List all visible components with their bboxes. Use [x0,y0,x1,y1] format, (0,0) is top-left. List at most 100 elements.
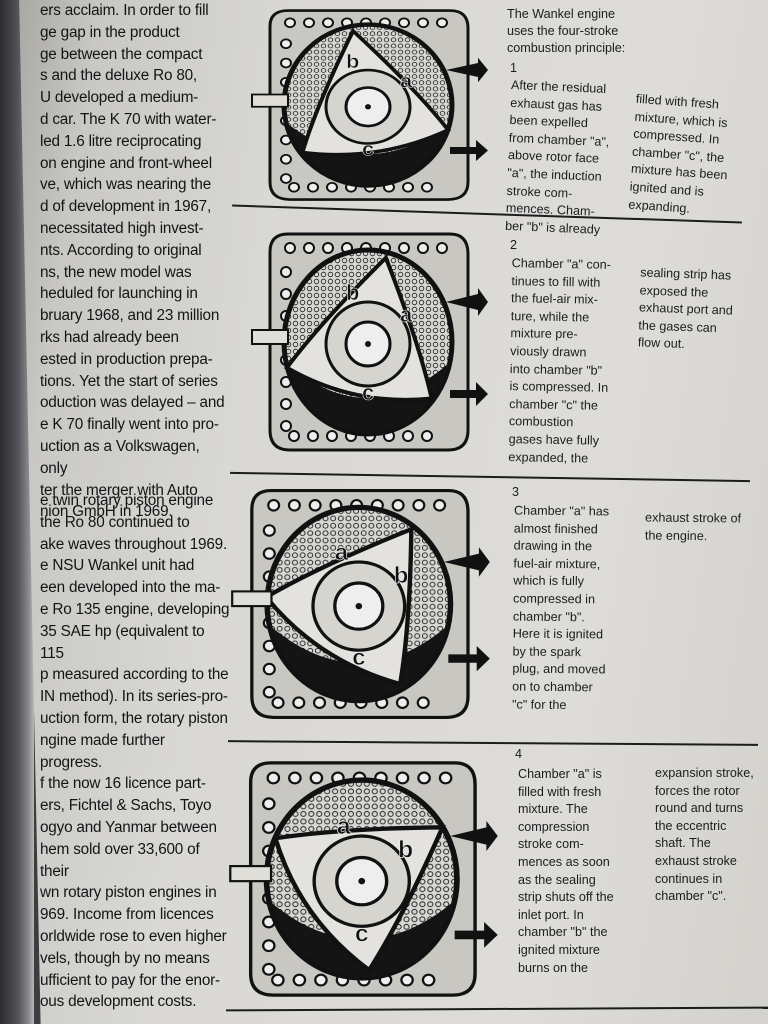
text-line: d car. The K 70 with water- [40,110,217,128]
text-line: tions. Yet the start of series [40,372,218,390]
spark-plug [231,590,273,608]
cooling-hole [271,696,285,709]
text-line: een developed into the ma- [40,579,221,597]
step-number-2: 2 [510,238,518,252]
cooling-hole [421,182,433,193]
text-line: d of development in 1967, [40,198,212,216]
cooling-hole [395,696,410,709]
text-line: ter the merger with Auto [40,481,198,499]
inlet-arrow [446,288,488,316]
exhaust-arrow [454,922,498,948]
caption-line: stroke com- [518,837,584,852]
cooling-hole [266,771,281,785]
chamber-label: a [337,813,351,839]
caption-line: almost finished [513,521,598,536]
text-line: ous development costs. [40,993,197,1011]
caption-line: chamber "c" the [509,396,599,413]
text-line: bruary 1968, and 23 million [40,307,220,325]
text-line: ge gap in the product [40,23,180,41]
chamber-label: c [362,380,374,405]
text-line: hem sold over 33,600 of their [40,840,200,880]
cooling-hole [322,242,334,254]
text-line: orldwide rose to even higher [40,927,227,945]
cooling-hole [280,57,292,69]
cooling-hole [288,771,302,785]
cooling-hole [271,973,285,987]
chamber-label: a [335,539,349,564]
caption-line: fuel-air mixture, [513,556,601,572]
caption-line: by the spark [512,644,582,659]
text-line: U developed a medium- [40,89,199,107]
text-line: ested in production prepa- [40,350,213,368]
caption-line: on to chamber [512,679,593,695]
cooling-hole [280,173,292,184]
cooling-hole [280,420,292,432]
caption-line: the fuel-air mix- [510,291,598,307]
cooling-hole [395,771,410,785]
chamber-label: c [355,921,369,947]
cooling-hole [417,242,429,254]
text-line: heduled for launching in [40,285,198,303]
spark-plug [229,865,273,883]
cooling-hole [287,499,301,512]
cooling-hole [421,973,436,987]
text-line: 969. Income from licences [40,906,214,924]
cooling-hole [307,182,319,193]
chamber-label: c [362,139,374,160]
text-line: IN method). In its series-pro- [40,688,228,706]
cooling-hole [314,973,328,987]
caption-line: shaft. The [655,836,711,851]
caption-line: filled with fresh [518,784,602,799]
cooling-hole [322,17,334,28]
exhaust-arrow [450,382,488,406]
cooling-hole [436,242,448,254]
text-line: ngine made further progress. [40,731,165,771]
cooling-hole [262,662,276,676]
caption-line: flow out. [637,335,685,352]
text-line: e K 70 finally went into pro- [40,416,219,434]
cooling-hole [262,962,276,976]
text-line: nion GmbH in 1969. [40,503,173,521]
caption-line: chamber "b" the [518,925,608,940]
caption-line: tinues to fill with [511,273,601,290]
caption-line: the eccentric [655,818,727,833]
caption-line: ture, while the [510,308,590,325]
spark-plug [251,93,289,108]
text-line: ufficient to pay for the enor- [40,971,220,989]
cooling-hole [292,973,307,987]
caption-line: mixture pre- [510,326,578,342]
text-line: vels, though by no means [40,949,210,967]
cooling-hole [280,398,292,410]
text-line: wn rotary piston engines in [40,884,217,902]
cooling-hole [288,430,300,442]
cooling-hole [262,524,276,537]
caption-line: is compressed. In [509,379,609,396]
inlet-arrow [446,57,488,83]
text-line: s and the deluxe Ro 80, [40,67,197,85]
cooling-hole [262,685,276,699]
caption-line: compression [518,819,590,834]
text-line: ge between the compact [40,45,203,63]
step-number-1: 1 [510,61,518,75]
caption-line: round and turns [655,801,744,816]
text-line: ers acclaim. In order to fill [40,2,209,19]
exhaust-arrow [448,646,490,672]
cooling-hole [326,182,338,193]
cooling-hole [417,771,431,785]
cooling-hole [398,17,410,28]
cooling-hole [417,17,429,28]
caption-line: mixture. The [518,802,588,817]
text-line: 35 SAE hp (equivalent to 115 [40,622,205,662]
cooling-hole [280,288,292,300]
caption-line: combustion [508,414,574,430]
cooling-hole [280,154,292,165]
caption-line: into chamber "b" [509,361,603,378]
cooling-hole [288,182,300,193]
cooling-hole [262,939,276,953]
